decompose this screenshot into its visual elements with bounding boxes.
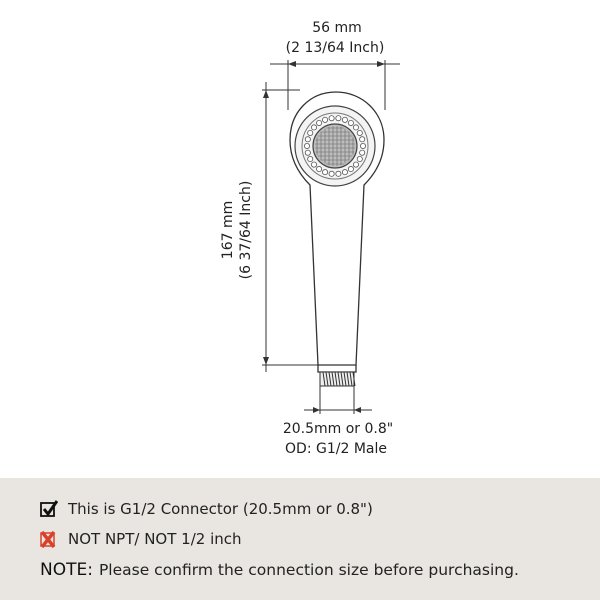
spray-nozzle (307, 156, 314, 163)
check-note-text: This is G1/2 Connector (20.5mm or 0.8") (68, 500, 373, 518)
spray-nozzle (307, 129, 314, 136)
spray-nozzle (359, 149, 366, 156)
height-mm-label: 167 mm (220, 201, 236, 259)
spray-nozzle (356, 156, 363, 163)
cross-mark-icon (40, 530, 58, 549)
thread-line (349, 371, 353, 387)
width-mm-label: 56 mm (312, 20, 362, 36)
spray-nozzle (341, 169, 348, 176)
spray-nozzle (347, 119, 354, 126)
connector-od-label: OD: G1/2 Male (285, 441, 387, 457)
spray-nozzle (328, 115, 335, 122)
spray-face (294, 105, 376, 187)
spray-nozzle (311, 124, 318, 131)
note-confirm-row: NOTE: Please confirm the connection size… (40, 560, 519, 580)
thread-line (343, 371, 347, 387)
spray-nozzle (304, 149, 311, 156)
spray-nozzle (352, 124, 359, 131)
spray-nozzle (359, 142, 366, 149)
note-check-row: This is G1/2 Connector (20.5mm or 0.8") (40, 500, 373, 518)
threaded-connector (319, 371, 356, 387)
thread-line (337, 371, 341, 387)
height-inch-label: (6 37/64 Inch) (238, 181, 254, 280)
spray-nozzle (316, 166, 323, 173)
thread-line (352, 371, 356, 387)
cross-note-text: NOT NPT/ NOT 1/2 inch (68, 530, 242, 548)
thread-line (346, 371, 350, 387)
spray-nozzle (341, 116, 348, 123)
thread-line (328, 371, 332, 387)
width-dimension (270, 60, 400, 110)
notes-panel: This is G1/2 Connector (20.5mm or 0.8") … (0, 478, 600, 600)
spray-nozzle (322, 169, 329, 176)
connector-dimension (304, 386, 372, 414)
thread-line (340, 371, 344, 387)
note-text: Please confirm the connection size befor… (98, 561, 519, 579)
check-mark-icon (40, 500, 59, 518)
spray-nozzle (335, 170, 342, 177)
spray-nozzle (304, 136, 311, 143)
thread-line (322, 371, 326, 387)
spray-nozzle (335, 115, 342, 122)
thread-line (331, 371, 335, 387)
spray-nozzle (356, 129, 363, 136)
spray-nozzle (303, 142, 310, 149)
width-inch-label: (2 13/64 Inch) (286, 40, 385, 56)
connector-size-label: 20.5mm or 0.8" (283, 421, 393, 437)
spray-nozzle (311, 161, 318, 168)
spray-nozzle (347, 166, 354, 173)
height-dimension (262, 82, 318, 372)
spray-nozzle (328, 170, 335, 177)
spray-nozzle (316, 119, 323, 126)
note-cross-row: NOT NPT/ NOT 1/2 inch (40, 530, 242, 549)
spray-nozzle (352, 161, 359, 168)
thread-line (325, 371, 329, 387)
spray-nozzle (359, 136, 366, 143)
shower-head-dimension-drawing: 56 mm (2 13/64 Inch) 167 mm (6 37/64 Inc… (220, 20, 400, 457)
thread-line (334, 371, 338, 387)
note-label: NOTE: (40, 560, 93, 580)
spray-nozzle (322, 116, 329, 123)
